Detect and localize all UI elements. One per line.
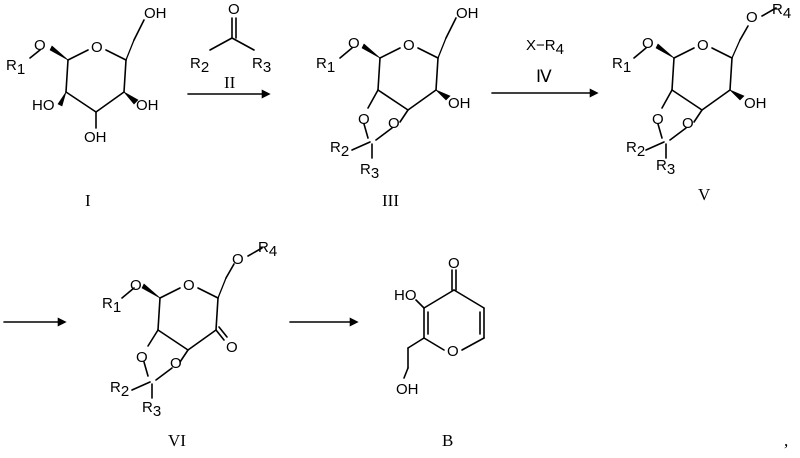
arrow-2 bbox=[491, 88, 599, 98]
carbonyl-oxygen-B: O bbox=[448, 255, 460, 272]
oh-label-B: OH bbox=[396, 381, 419, 398]
ho-label-B: HO bbox=[394, 287, 417, 304]
r3-label-V: R3 bbox=[656, 157, 675, 178]
oh-right-III: OH bbox=[448, 95, 471, 112]
oxygen-R1-V: O bbox=[642, 35, 654, 52]
compound-label-VI: VI bbox=[168, 431, 186, 450]
oxygen-R1-I: O bbox=[34, 37, 46, 54]
reagent-II-r3: R3 bbox=[252, 55, 271, 76]
r4-label-VI: R4 bbox=[258, 239, 277, 260]
r2-label-VI: R2 bbox=[110, 379, 129, 400]
compound-V-structure bbox=[633, 7, 777, 159]
oh-left-I: HO bbox=[32, 97, 55, 114]
ring-oxygen-VI: O bbox=[183, 277, 195, 294]
ch2oh-label-I: OH bbox=[144, 5, 167, 22]
oxygen-R1-VI: O bbox=[130, 277, 142, 294]
ring-oxygen-B: O bbox=[447, 343, 459, 360]
oxygen-R4-VI: O bbox=[232, 251, 244, 268]
dioxolane-o2-VI: O bbox=[170, 355, 182, 372]
r1-label-VI: R1 bbox=[102, 295, 121, 316]
r2-label-V: R2 bbox=[626, 139, 645, 160]
ring-oxygen-V: O bbox=[697, 37, 709, 54]
trailing-comma: , bbox=[784, 431, 788, 450]
compound-VI-structure bbox=[121, 247, 263, 399]
r1-label-I: R1 bbox=[6, 57, 25, 78]
dioxolane-o2-III: O bbox=[388, 115, 400, 132]
oh-right-V: OH bbox=[744, 95, 767, 112]
ch2oh-label-III: OH bbox=[456, 5, 479, 22]
dioxolane-o1-III: O bbox=[358, 111, 370, 128]
reagent-II-structure bbox=[209, 17, 255, 51]
reagent-II-oxygen: O bbox=[228, 1, 240, 18]
compound-label-I: I bbox=[85, 191, 91, 210]
compound-label-B: B bbox=[442, 431, 453, 450]
arrow-3 bbox=[3, 317, 67, 327]
reagent-IV-label: Ⅳ bbox=[536, 67, 552, 86]
oh-bottom-I: OH bbox=[84, 129, 107, 146]
r3-label-III: R3 bbox=[360, 161, 379, 182]
ring-oxygen-III: O bbox=[403, 37, 415, 54]
r2-label-III: R2 bbox=[330, 139, 349, 160]
reagent-II-r2: R2 bbox=[190, 55, 209, 76]
compound-B-structure bbox=[403, 269, 485, 379]
reagent-IV-formula: X−R4 bbox=[526, 37, 564, 58]
compound-label-V: V bbox=[698, 185, 711, 204]
arrow-4 bbox=[289, 317, 359, 327]
oxygen-R1-III: O bbox=[348, 35, 360, 52]
r1-label-III: R1 bbox=[316, 55, 335, 76]
r1-label-V: R1 bbox=[612, 55, 631, 76]
dioxolane-o1-VI: O bbox=[136, 349, 148, 366]
compound-I-structure bbox=[29, 19, 145, 129]
ketone-oxygen-VI: O bbox=[226, 339, 238, 356]
ring-oxygen-I: O bbox=[91, 39, 103, 56]
compound-label-III: III bbox=[382, 191, 399, 210]
r3-label-VI: R3 bbox=[142, 399, 161, 420]
reagent-II-label: II bbox=[224, 73, 236, 92]
compound-III-structure bbox=[339, 17, 457, 159]
dioxolane-o1-V: O bbox=[652, 111, 664, 128]
r4-label-V: R4 bbox=[772, 1, 791, 22]
oxygen-R4-V: O bbox=[746, 9, 758, 26]
oh-right-I: OH bbox=[136, 97, 159, 114]
dioxolane-o2-V: O bbox=[682, 115, 694, 132]
arrow-1 bbox=[187, 89, 271, 99]
